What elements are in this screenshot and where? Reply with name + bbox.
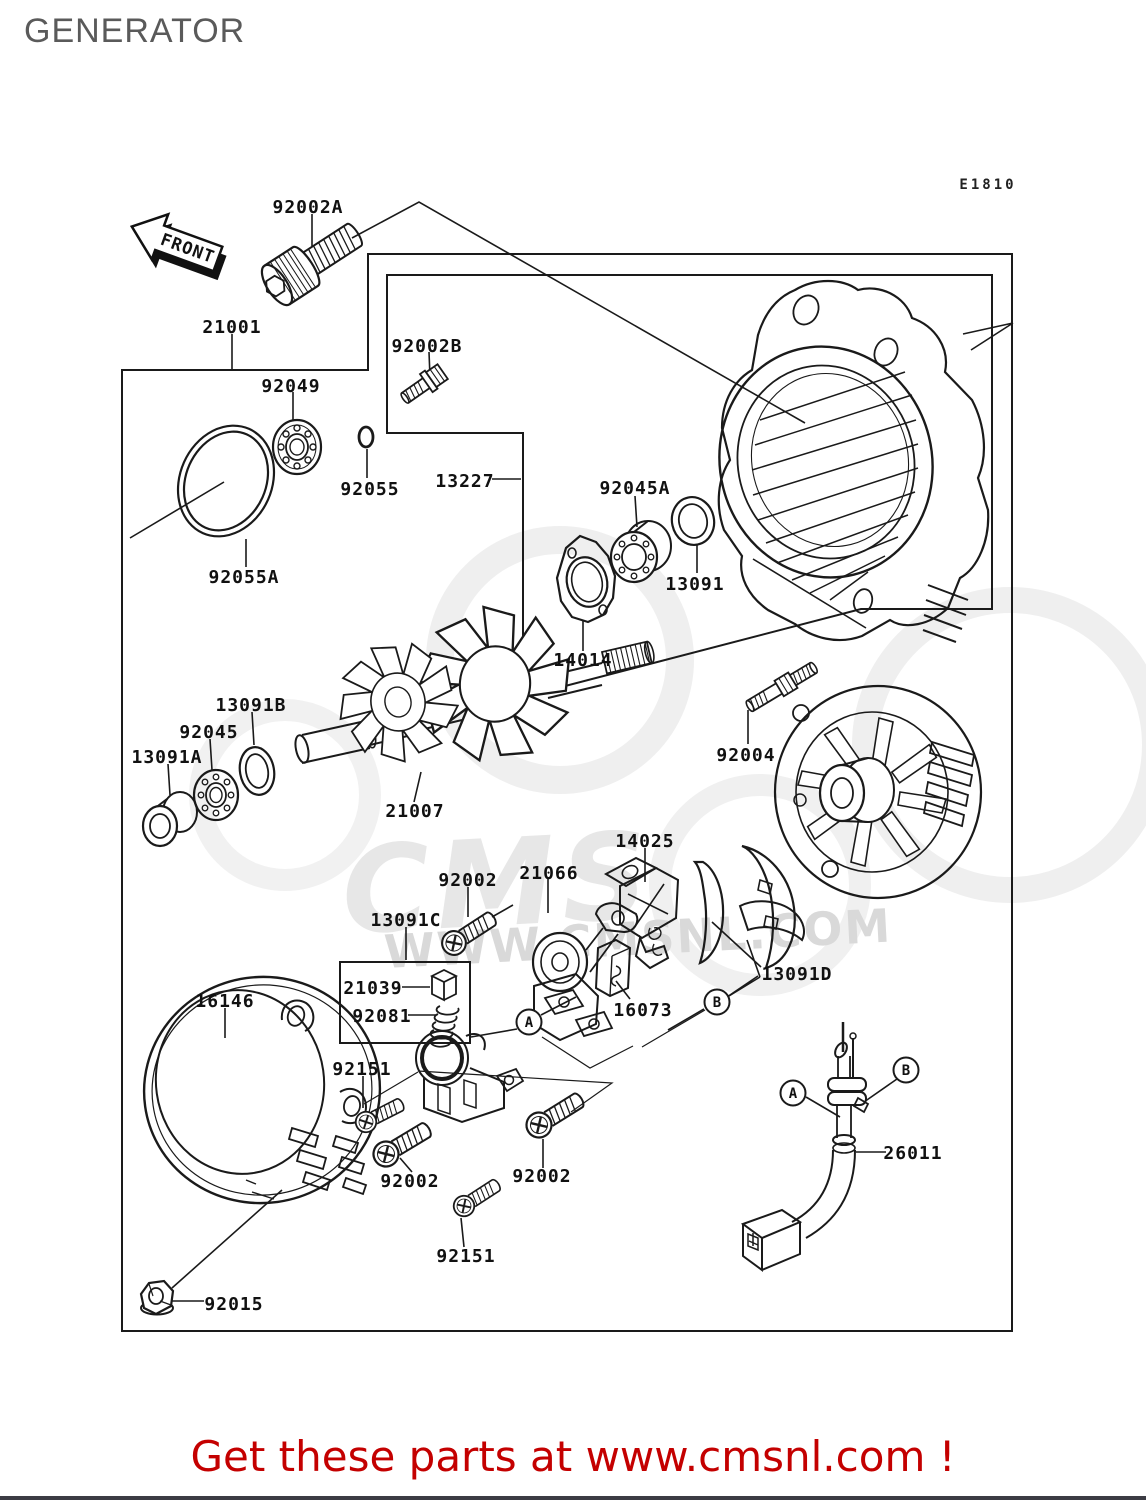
- drawing-bearing-92045: [192, 768, 240, 822]
- part-label-92015: 92015: [204, 1294, 263, 1315]
- drawing-seal-holder-13091D: [692, 844, 805, 970]
- part-label-21001: 21001: [202, 317, 261, 338]
- watermark-logo-text: CMS: [339, 807, 658, 962]
- drawing-nut-92015: [139, 1279, 175, 1316]
- diagram-code: E1810: [959, 177, 1016, 193]
- part-label-92151: 92151: [436, 1246, 495, 1267]
- part-label-92002: 92002: [512, 1166, 571, 1187]
- drawing-brush-16073: [594, 938, 632, 998]
- drawing-bearing-92049: [271, 418, 323, 476]
- marker-circle-B: [892, 1056, 920, 1084]
- drawing-brush-holder-14025: [603, 856, 680, 970]
- marker-letter-A: A: [525, 1015, 534, 1031]
- drawing-regulator-21066: [531, 902, 639, 1042]
- part-label-92151: 92151: [332, 1059, 391, 1080]
- part-label-92081: 92081: [352, 1006, 411, 1027]
- page-title: GENERATOR: [24, 12, 246, 50]
- marker-letter-B: B: [713, 995, 721, 1011]
- part-label-92045: 92045: [179, 722, 238, 743]
- part-label-92045A: 92045A: [599, 478, 670, 499]
- drawing-collar-13091: [670, 496, 716, 546]
- drawing-plate-14014: [555, 534, 617, 624]
- drawing-harness-26011: [740, 1022, 870, 1272]
- part-label-14014: 14014: [553, 650, 612, 671]
- part-label-13091D: 13091D: [761, 964, 832, 985]
- part-label-13091C: 13091C: [370, 910, 441, 931]
- part-label-92002: 92002: [380, 1171, 439, 1192]
- watermark: CMS WWW.CMSNL.COM: [189, 526, 1146, 996]
- drawing-oring-92055: [357, 425, 375, 449]
- drawing-stator-housing: [717, 280, 990, 643]
- marker-circle-B: [703, 988, 731, 1016]
- part-label-92002A: 92002A: [272, 197, 343, 218]
- marker-circle-A: [779, 1079, 807, 1107]
- part-label-13091: 13091: [665, 574, 724, 595]
- part-label-16146: 16146: [195, 991, 254, 1012]
- diagram-boxes: [121, 253, 1013, 1332]
- drawing-collar-13091A: [141, 791, 198, 848]
- drawing-end-cover: [773, 684, 983, 900]
- part-label-14025: 14025: [615, 831, 674, 852]
- part-label-13227: 13227: [435, 471, 494, 492]
- drawing-brush-holder-assy: [415, 1030, 525, 1124]
- marker-letter-A: A: [789, 1086, 798, 1102]
- part-label-16073: 16073: [613, 1000, 672, 1021]
- drawing-oring-92055A: [176, 424, 276, 538]
- part-label-21007: 21007: [385, 801, 444, 822]
- marker-letter-B: B: [902, 1063, 910, 1079]
- drawing-rotor: [294, 605, 655, 764]
- drawing-washer-13091B: [238, 746, 276, 796]
- front-arrow-icon: FRONT: [129, 212, 227, 281]
- part-label-92055: 92055: [340, 479, 399, 500]
- drawing-screw-92002-left: [367, 1116, 437, 1173]
- part-label-92002: 92002: [438, 870, 497, 891]
- leader-lines: [129, 201, 1014, 1302]
- part-label-92004: 92004: [716, 745, 775, 766]
- part-label-21066: 21066: [519, 863, 578, 884]
- assembly-markers: A B A B: [515, 988, 920, 1107]
- drawing-screw-92151-lower: [448, 1174, 505, 1222]
- drawing-bearing-92045A: [609, 520, 672, 584]
- part-label-26011: 26011: [883, 1143, 942, 1164]
- drawing-stud-92004: [745, 661, 818, 713]
- part-label-21039: 21039: [343, 978, 402, 999]
- part-label-92002B: 92002B: [391, 336, 462, 357]
- footer-cta-link[interactable]: Get these parts at www.cmsnl.com !: [190, 1432, 956, 1481]
- part-label-13091B: 13091B: [215, 695, 286, 716]
- drawing-brush-21039: [429, 968, 459, 1002]
- part-label-92055A: 92055A: [208, 567, 279, 588]
- drawing-front-cover: [142, 975, 382, 1205]
- marker-circle-A: [515, 1008, 543, 1036]
- bottom-bar: [0, 1496, 1146, 1500]
- drawing-bolt-92002B: [400, 362, 450, 404]
- part-label-92049: 92049: [261, 376, 320, 397]
- part-label-13091A: 13091A: [131, 747, 202, 768]
- drawing-screw-92002-right: [520, 1086, 590, 1144]
- drawing-bolt-92002A: [260, 222, 363, 307]
